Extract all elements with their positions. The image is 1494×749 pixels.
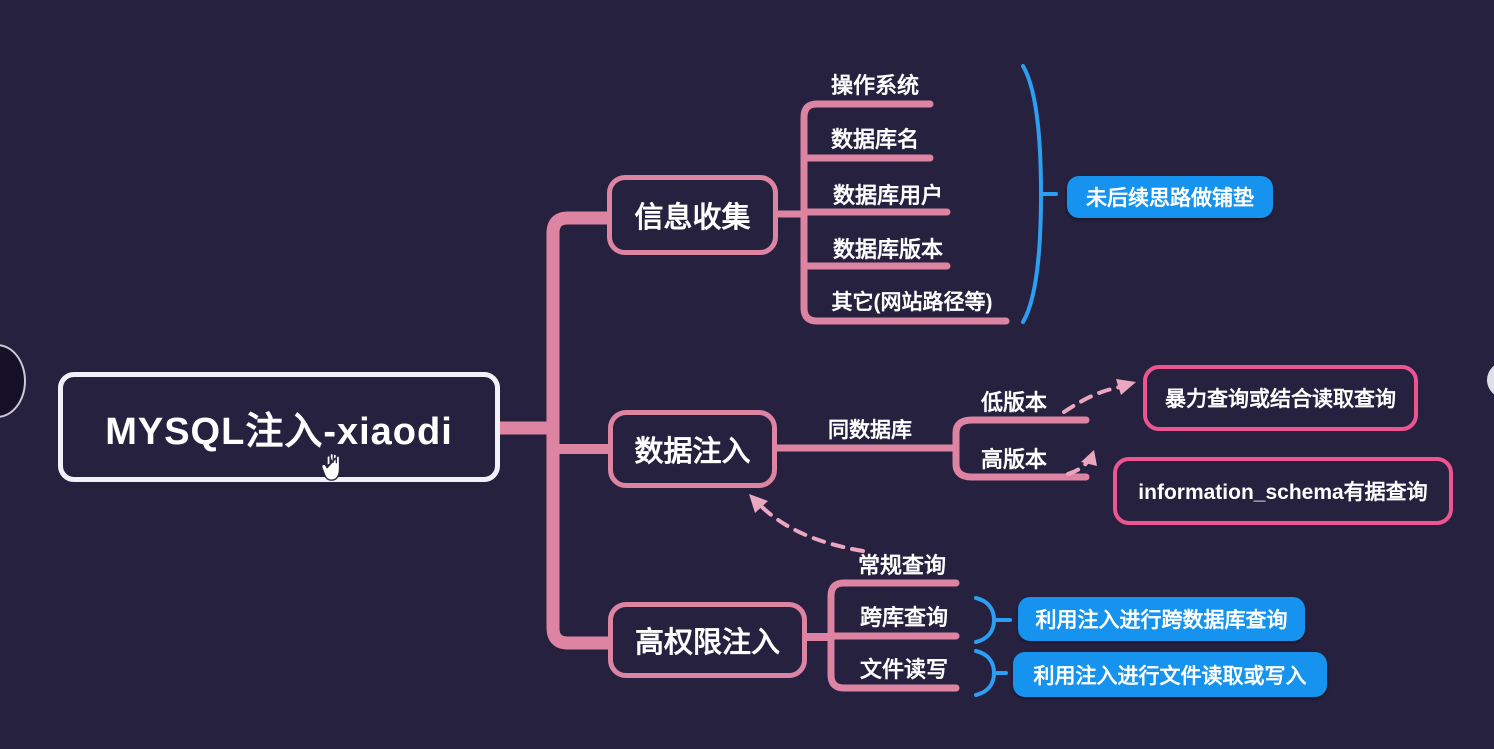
note-groundwork[interactable]: 未后续思路做铺垫 xyxy=(1067,176,1273,218)
leaf-regular-query[interactable]: 常规查询 xyxy=(857,553,946,578)
edge-label-same-database: 同数据库 xyxy=(828,419,912,442)
leaf-db-name[interactable]: 数据库名 xyxy=(830,127,919,152)
file-rw-brace xyxy=(974,649,1008,697)
branch-node-priv-label: 高权限注入 xyxy=(634,627,780,659)
detail-node-bruteforce-label: 暴力查询或结合读取查询 xyxy=(1165,388,1396,411)
regular-query-arrow xyxy=(758,503,865,553)
leaf-cross-db-query[interactable]: 跨库查询 xyxy=(859,605,948,630)
regular-query-arrowhead xyxy=(749,494,768,513)
branch-node-info-label: 信息收集 xyxy=(634,202,751,234)
branch-node-high-privilege[interactable]: 高权限注入 xyxy=(608,602,807,678)
trunk-line xyxy=(546,211,617,650)
info-note-brace xyxy=(1021,64,1058,324)
detail-node-bruteforce-query[interactable]: 暴力查询或结合读取查询 xyxy=(1143,365,1418,431)
root-node-label: MYSQL注入-xiaodi xyxy=(105,410,453,453)
note-file-rw-injection[interactable]: 利用注入进行文件读取或写入 xyxy=(1013,652,1327,697)
low-version-arrowhead xyxy=(1116,379,1136,395)
leaf-other-paths[interactable]: 其它(网站路径等) xyxy=(831,291,993,314)
leaf-os[interactable]: 操作系统 xyxy=(830,73,919,98)
right-edge-player-circle[interactable] xyxy=(1487,362,1494,398)
detail-node-information-schema-label: information_schema有据查询 xyxy=(1138,481,1428,504)
branch-node-data-label: 数据注入 xyxy=(634,436,751,468)
low-version-arrow xyxy=(1062,385,1122,414)
leaf-file-read-write[interactable]: 文件读写 xyxy=(859,657,948,682)
leaf-high-version[interactable]: 高版本 xyxy=(980,447,1047,472)
branch-node-info-collection[interactable]: 信息收集 xyxy=(607,175,778,255)
leaf-db-version[interactable]: 数据库版本 xyxy=(832,237,943,262)
leaf-db-user[interactable]: 数据库用户 xyxy=(832,183,943,208)
branch-node-data-injection[interactable]: 数据注入 xyxy=(608,410,777,488)
cross-db-brace xyxy=(974,596,1012,644)
detail-node-information-schema[interactable]: information_schema有据查询 xyxy=(1113,457,1453,525)
version-bracket xyxy=(952,416,1090,481)
note-cross-db-injection[interactable]: 利用注入进行跨数据库查询 xyxy=(1018,597,1305,641)
leaf-low-version[interactable]: 低版本 xyxy=(980,390,1047,415)
root-node-mysql-injection[interactable]: MYSQL注入-xiaodi xyxy=(58,372,500,482)
high-version-arrowhead xyxy=(1081,450,1097,466)
